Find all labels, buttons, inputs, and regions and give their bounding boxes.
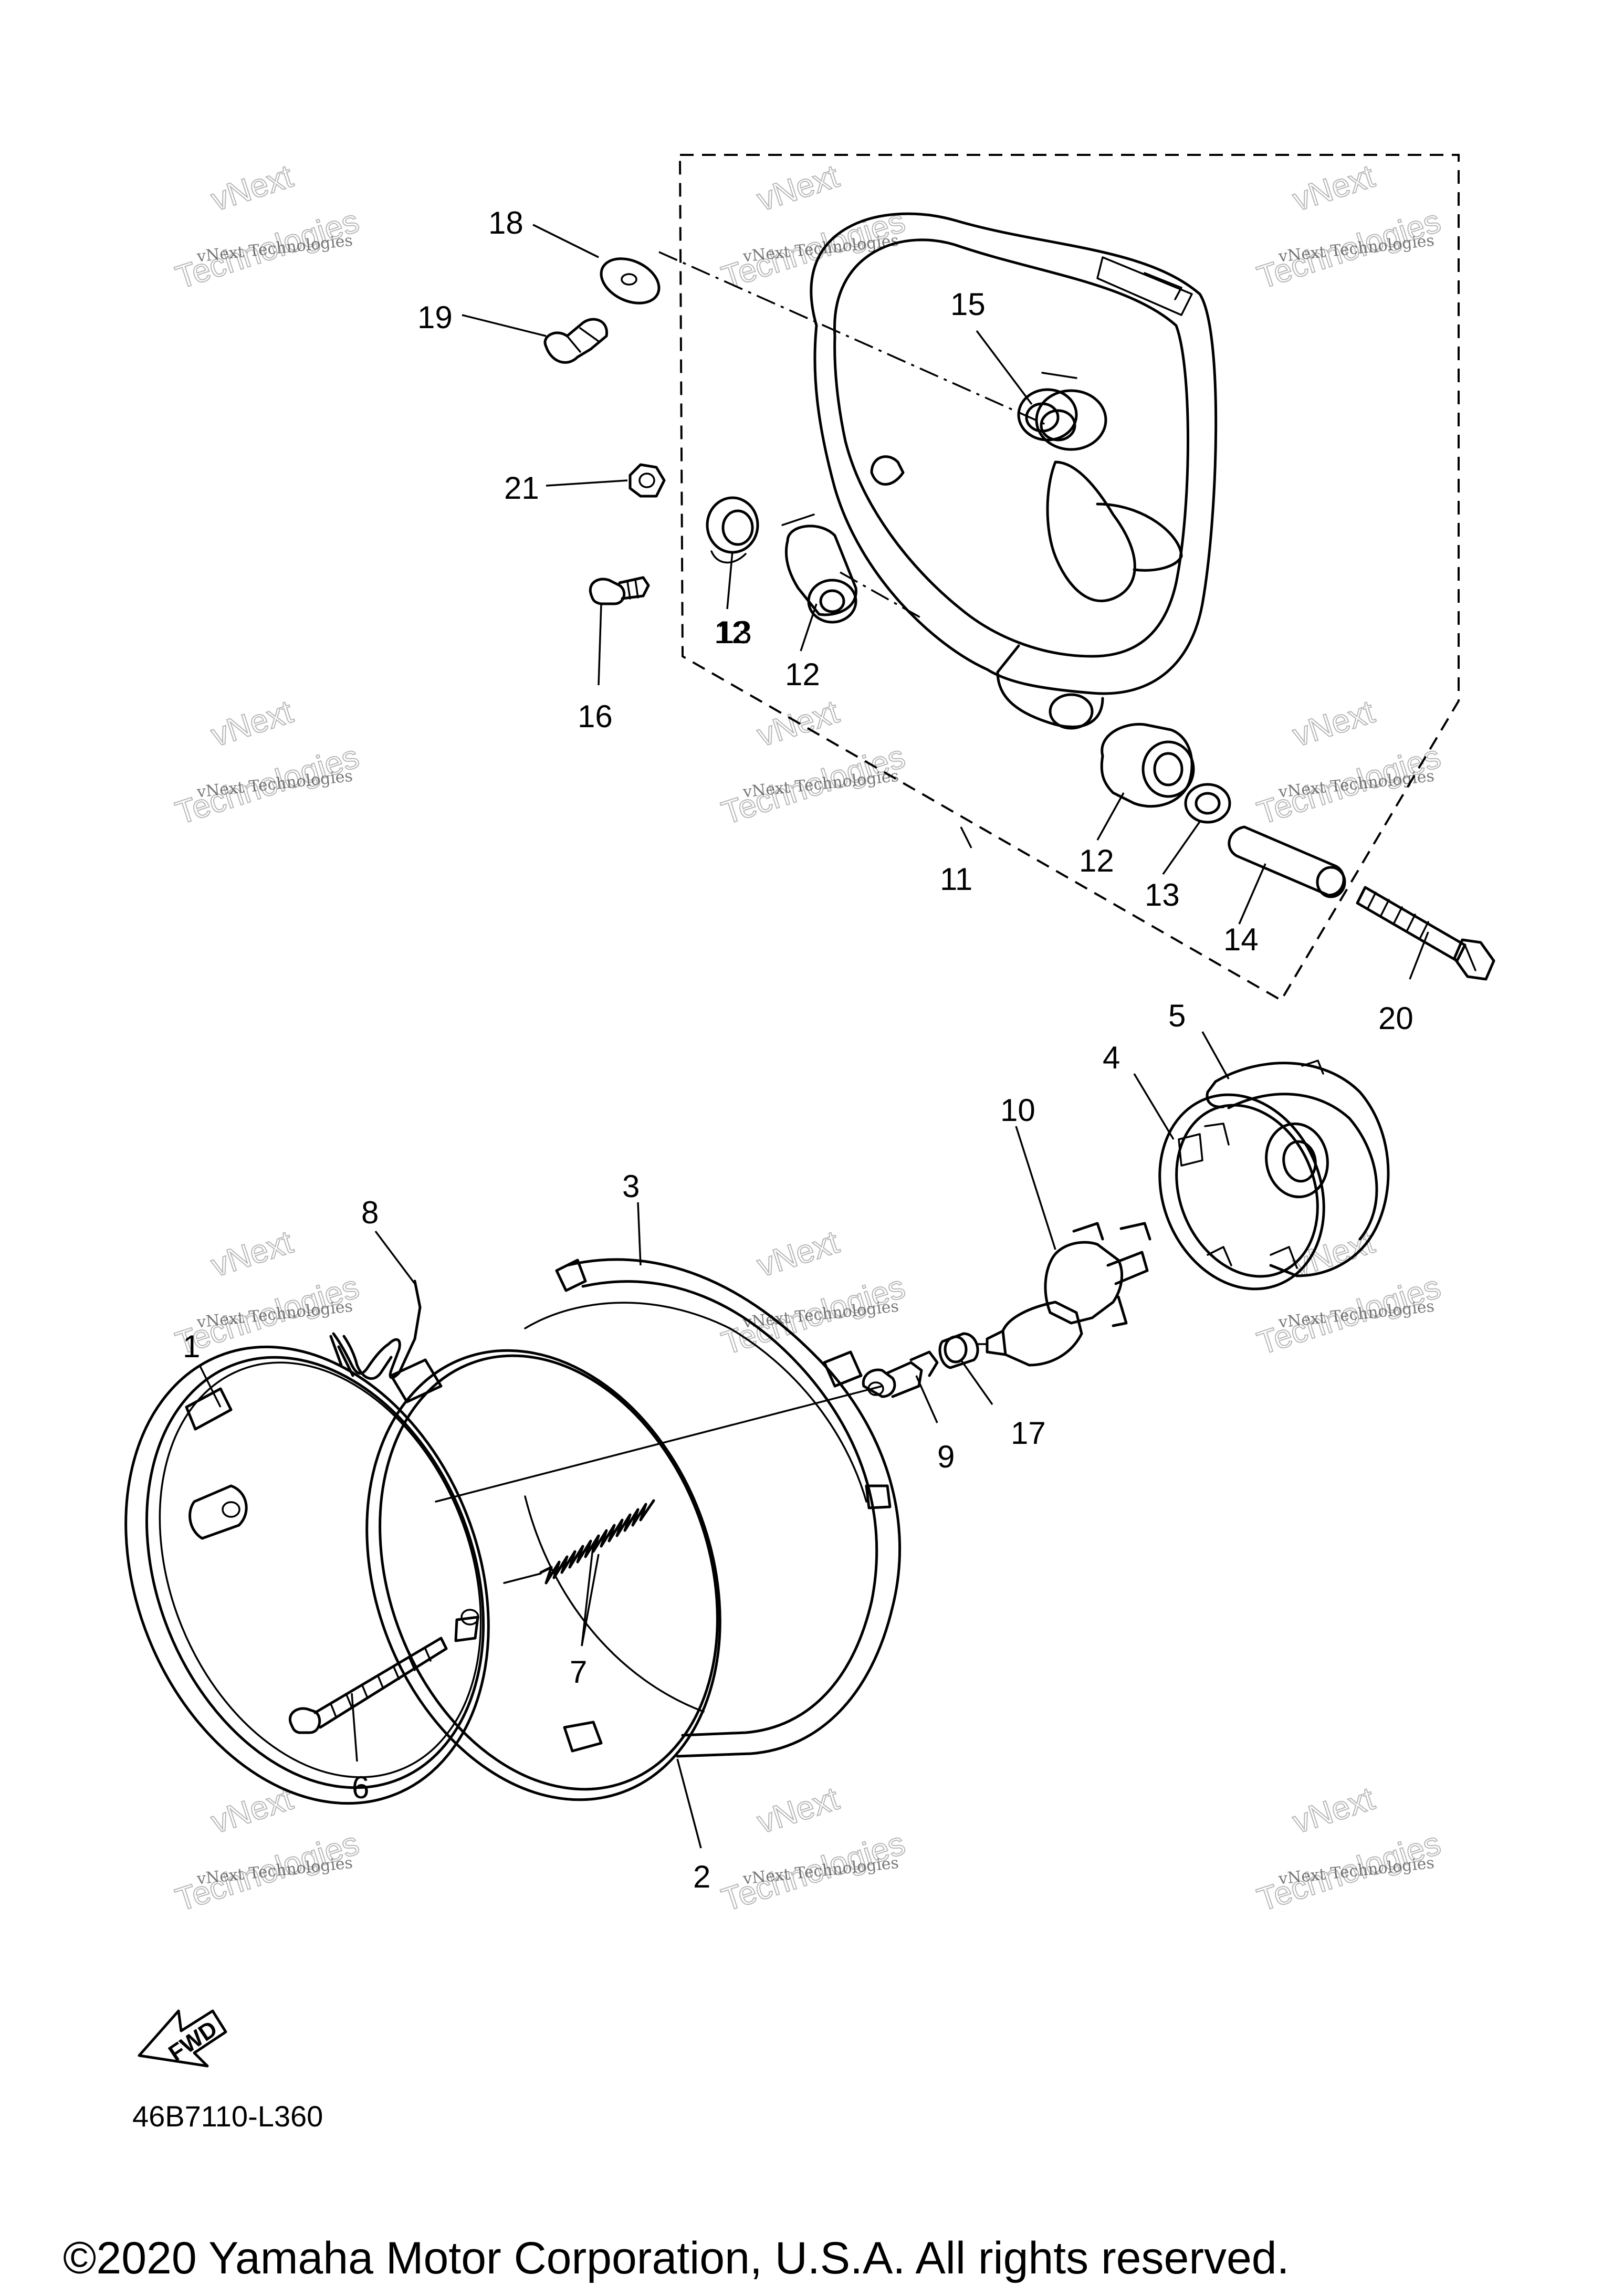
auxiliary-bulb-17: [938, 1332, 979, 1369]
callout-6: 6: [352, 1770, 369, 1805]
headlight-unit-3: [524, 1258, 902, 1758]
callout-9: 9: [937, 1439, 955, 1474]
adjust-wire-line: [435, 1385, 883, 1503]
grommet-12a: [781, 513, 857, 624]
callout-16: 16: [578, 699, 613, 734]
callout-12b: 12: [1079, 843, 1114, 878]
callout-20: 20: [1378, 1001, 1413, 1036]
watermark: vNext Technologies vNext Technologies: [1252, 1780, 1446, 1919]
watermark: vNext Technologies vNext Technologies: [1252, 1223, 1446, 1362]
callout-3: 3: [622, 1169, 640, 1204]
leader-lines: [198, 224, 1429, 1849]
retainer-clip-9: [862, 1350, 939, 1398]
socket-cover-5: [1206, 1060, 1390, 1277]
clip-spring-8: [329, 1280, 422, 1380]
callout-17: 17: [1011, 1416, 1046, 1451]
callout-2: 2: [693, 1859, 710, 1894]
grommet-15: [1017, 388, 1078, 442]
watermark: vNext Technologies vNext Technologies: [717, 1780, 910, 1919]
svg-text:vNext: vNext: [753, 1224, 843, 1284]
adjust-screw-6: [288, 1609, 479, 1734]
grommet-12b: [1100, 722, 1195, 808]
callout-14: 14: [1223, 922, 1259, 957]
svg-text:vNext: vNext: [207, 1224, 297, 1284]
callout-10: 10: [1000, 1093, 1035, 1128]
watermark: vNext Technologies vNext Technologies: [171, 693, 364, 832]
svg-text:vNext: vNext: [1289, 694, 1379, 754]
svg-text:vNext: vNext: [753, 158, 843, 218]
callout-11: 11: [940, 862, 972, 897]
washer-18: [600, 257, 661, 305]
assembly-boundary-dashed: [678, 154, 1460, 1002]
svg-text:vNext: vNext: [207, 694, 297, 754]
callout-labels: 1 2 3 4 5 6 7 8 9 10 11 12 12 12 13 13 1…: [183, 205, 1413, 1894]
svg-text:vNext: vNext: [207, 158, 297, 218]
collar-13b: [1184, 783, 1231, 824]
watermark: vNext Technologies vNext Technologies: [1252, 693, 1446, 832]
svg-text:vNext: vNext: [1289, 158, 1379, 218]
svg-text:vNext: vNext: [1289, 1780, 1379, 1841]
bolt-19: [543, 318, 608, 364]
screw-16: [589, 576, 650, 605]
lens-unit-ring-2: [365, 1349, 721, 1801]
callout-15: 15: [950, 287, 986, 322]
callout-12a: 12: [785, 657, 820, 692]
headlight-rim-1: [124, 1345, 490, 1805]
callout-21: 21: [504, 470, 539, 506]
watermark: vNext Technologies vNext Technologies: [717, 1223, 910, 1362]
watermark-group: vNext Technologies vNext Technologies vN…: [171, 158, 1446, 1919]
svg-text:vNext: vNext: [753, 1780, 843, 1841]
copyright-notice: ©2020 Yamaha Motor Corporation, U.S.A. A…: [63, 2233, 1290, 2283]
fwd-arrow-icon: FWD: [138, 2009, 227, 2068]
callout-13a: 13: [717, 615, 752, 650]
collar-sleeve-14: [1228, 825, 1346, 898]
callout-4: 4: [1103, 1040, 1120, 1075]
adjust-spring-7: [503, 1499, 655, 1585]
bolt-20: [1356, 886, 1495, 981]
callout-1: 1: [183, 1329, 200, 1364]
nut-21: [629, 463, 666, 498]
drawing-code: 46B7110-L360: [132, 2100, 323, 2133]
headlight-bulb-10: [976, 1222, 1151, 1367]
watermark: vNext Technologies vNext Technologies: [171, 158, 364, 297]
callout-8: 8: [361, 1195, 379, 1230]
callout-19: 19: [417, 300, 453, 335]
watermark: vNext Technologies vNext Technologies: [717, 693, 910, 832]
callout-13b: 13: [1145, 877, 1180, 913]
callout-18: 18: [488, 205, 523, 240]
callout-7: 7: [570, 1654, 587, 1690]
watermark: vNext Technologies vNext Technologies: [171, 1780, 364, 1919]
callout-12c: 12: [714, 615, 749, 650]
watermark: vNext Technologies vNext Technologies: [1252, 158, 1446, 297]
callout-5: 5: [1168, 998, 1186, 1033]
